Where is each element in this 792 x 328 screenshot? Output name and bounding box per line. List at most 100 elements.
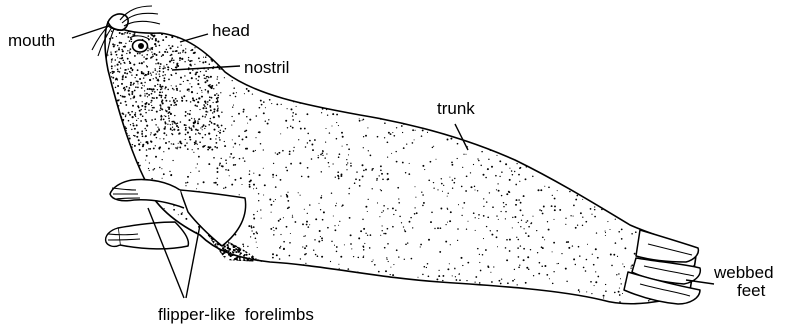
stipple-dot xyxy=(298,139,299,140)
stipple-dot xyxy=(320,197,322,199)
stipple-dot xyxy=(143,61,144,62)
stipple-dot xyxy=(424,266,426,268)
stipple-dot xyxy=(475,130,476,131)
stipple-dot xyxy=(220,257,222,259)
stipple-dot xyxy=(214,255,216,257)
stipple-dot xyxy=(198,42,200,44)
stipple-dot xyxy=(160,63,162,65)
stipple-dot xyxy=(114,120,115,121)
stipple-dot xyxy=(212,261,214,263)
stipple-dot xyxy=(330,75,331,76)
stipple-dot xyxy=(439,270,440,271)
stipple-dot xyxy=(540,40,541,41)
stipple-dot xyxy=(204,253,206,255)
stipple-dot xyxy=(440,208,442,210)
stipple-dot xyxy=(475,217,476,218)
stipple-dot xyxy=(202,232,204,234)
stipple-dot xyxy=(669,234,671,236)
stipple-dot xyxy=(240,177,242,179)
stipple-dot xyxy=(584,135,586,137)
stipple-dot xyxy=(244,239,246,241)
stipple-dot xyxy=(672,74,674,76)
stipple-dot xyxy=(161,168,162,169)
stipple-dot xyxy=(170,30,172,32)
stipple-dot xyxy=(159,295,160,296)
stipple-dot xyxy=(512,174,513,175)
stipple-dot xyxy=(644,79,645,80)
stipple-dot xyxy=(246,198,248,200)
stipple-dot xyxy=(631,87,632,88)
stipple-dot xyxy=(603,295,605,297)
stipple-dot xyxy=(117,92,119,94)
stipple-dot xyxy=(267,237,269,239)
stipple-dot xyxy=(499,176,500,177)
stipple-dot xyxy=(173,288,175,290)
stipple-dot xyxy=(624,266,625,267)
stipple-dot xyxy=(323,211,325,213)
stipple-dot xyxy=(232,240,233,241)
stipple-dot xyxy=(129,61,130,62)
label-flipper-like-forelimbs: flipper-like forelimbs xyxy=(158,305,314,324)
stipple-dot xyxy=(257,211,258,212)
stipple-dot xyxy=(215,182,217,184)
stipple-dot xyxy=(495,55,496,56)
stipple-dot xyxy=(355,178,357,180)
stipple-dot xyxy=(247,244,248,245)
stipple-dot xyxy=(594,105,596,107)
stipple-dot xyxy=(496,155,497,156)
stipple-dot xyxy=(593,146,595,148)
stipple-dot xyxy=(504,54,505,55)
stipple-dot xyxy=(466,229,467,230)
stipple-dot xyxy=(582,225,583,226)
stipple-dot xyxy=(149,221,150,222)
stipple-dot xyxy=(474,189,475,190)
stipple-dot xyxy=(192,289,194,291)
stipple-dot xyxy=(471,42,473,44)
stipple-dot xyxy=(339,268,340,269)
stipple-dot xyxy=(453,18,454,19)
stipple-dot xyxy=(287,207,289,209)
stipple-dot xyxy=(591,214,592,215)
stipple-dot xyxy=(457,228,459,230)
stipple-dot xyxy=(140,109,141,110)
stipple-dot xyxy=(624,107,625,108)
stipple-dot xyxy=(466,175,468,177)
stipple-dot xyxy=(201,92,202,93)
stipple-dot xyxy=(399,216,401,218)
stipple-dot xyxy=(415,82,416,83)
stipple-dot xyxy=(286,226,288,228)
stipple-dot xyxy=(498,219,499,220)
stipple-dot xyxy=(182,249,183,250)
stipple-dot xyxy=(582,308,583,309)
stipple-dot xyxy=(529,29,531,31)
stipple-dot xyxy=(200,189,202,191)
stipple-dot xyxy=(160,89,162,91)
stipple-dot xyxy=(608,46,610,48)
stipple-dot xyxy=(113,144,114,145)
stipple-dot xyxy=(447,295,448,296)
stipple-dot xyxy=(290,45,292,47)
stipple-dot xyxy=(156,77,157,78)
stipple-dot xyxy=(183,259,184,260)
stipple-dot xyxy=(263,252,265,254)
stipple-dot xyxy=(398,202,400,204)
stipple-dot xyxy=(576,168,578,170)
stipple-dot xyxy=(239,262,241,264)
stipple-dot xyxy=(127,36,129,38)
stipple-dot xyxy=(641,103,643,105)
stipple-dot xyxy=(266,243,268,245)
stipple-dot xyxy=(248,196,249,197)
stipple-dot xyxy=(175,73,177,75)
stipple-dot xyxy=(192,70,193,71)
stipple-dot xyxy=(339,153,341,155)
stipple-dot xyxy=(217,99,218,100)
stipple-dot xyxy=(225,159,227,161)
stipple-dot xyxy=(111,61,112,62)
stipple-dot xyxy=(552,158,553,159)
stipple-dot xyxy=(243,246,244,247)
stipple-dot xyxy=(206,256,208,258)
stipple-dot xyxy=(313,277,314,278)
stipple-dot xyxy=(139,95,141,97)
stipple-dot xyxy=(128,305,130,307)
stipple-dot xyxy=(427,263,429,265)
